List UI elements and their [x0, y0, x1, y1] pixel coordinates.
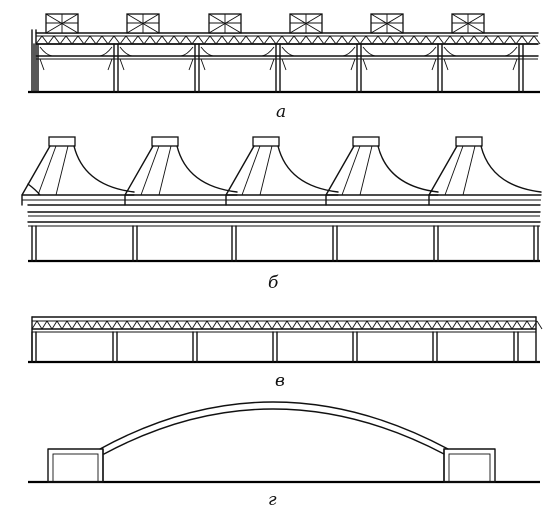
panel-v-label: в: [275, 371, 285, 391]
panel-b-shell-roof-building: б: [21, 136, 542, 293]
shell-roof-unit: [124, 136, 238, 206]
panel-a-label: а: [276, 102, 286, 122]
panel-a-lantern-truss-building: а: [28, 13, 541, 122]
panel-b-label: б: [268, 273, 279, 293]
panel-v-flat-truss-building: в: [28, 316, 543, 391]
shell-roof-unit: [428, 136, 542, 206]
shell-roof-unit: [21, 136, 135, 206]
roof-lantern: [289, 13, 323, 34]
shell-roof-unit: [325, 136, 439, 206]
shell-roof-unit: [225, 136, 339, 206]
roof-lantern: [45, 13, 79, 34]
roof-lantern: [451, 13, 485, 34]
panel-g-arched-hall: г: [28, 401, 540, 510]
panel-g-label: г: [268, 490, 277, 510]
roof-lantern: [126, 13, 160, 34]
roof-lantern: [370, 13, 404, 34]
roof-lantern: [208, 13, 242, 34]
